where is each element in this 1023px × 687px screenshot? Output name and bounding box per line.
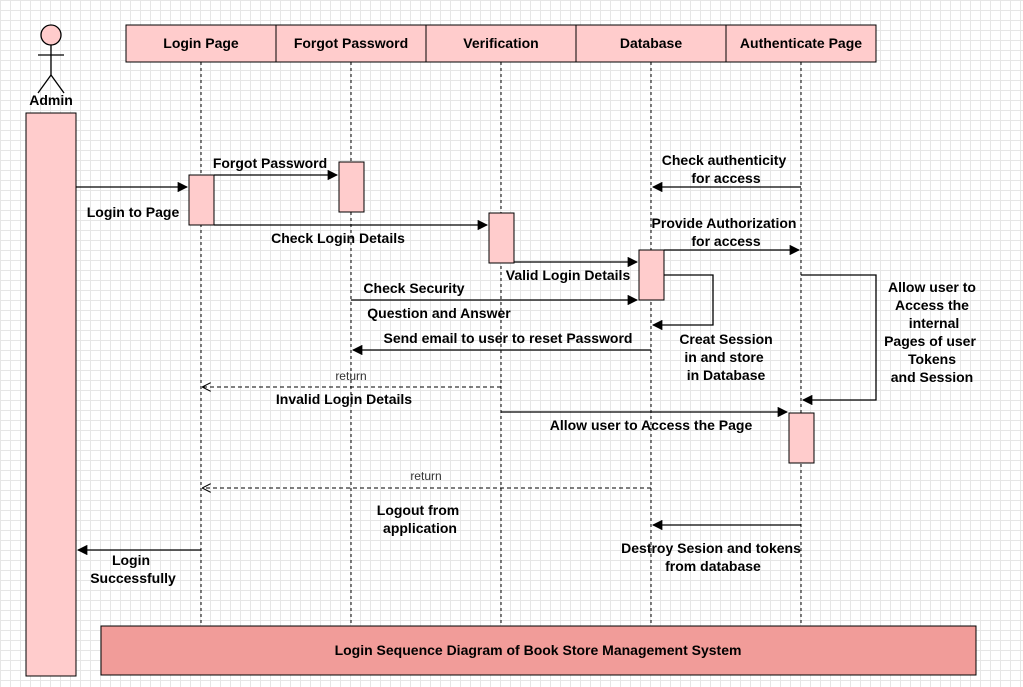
lifeline-header-database[interactable] [575, 24, 727, 63]
admin-actor: Admin [29, 24, 73, 108]
label-allow-internal-1: Allow user to [888, 279, 976, 295]
label-allow-internal-4: Pages of user [884, 333, 976, 349]
label-return-1: return [335, 369, 366, 383]
label-check-login-details: Check Login Details [271, 230, 405, 246]
lifeline-header-verification[interactable] [425, 24, 577, 63]
lifelines [200, 62, 802, 626]
lifeline-label-login-page: Login Page [163, 35, 239, 51]
activation-database [638, 249, 665, 301]
activation-verification [488, 212, 515, 264]
label-creat-session-1: Creat Session [679, 331, 772, 347]
admin-activation-bar [25, 112, 77, 677]
label-login-to-page: Login to Page [87, 204, 180, 220]
activation-authenticate-page [788, 412, 815, 464]
label-allow-internal-3: internal [909, 315, 960, 331]
label-allow-access-page: Allow user to Access the Page [550, 417, 753, 433]
label-question-and-answer: Question and Answer [367, 305, 511, 321]
lifeline-label-authenticate-page: Authenticate Page [740, 35, 862, 51]
arrow-allow-user-internal [801, 274, 877, 406]
label-send-email: Send email to user to reset Password [384, 330, 633, 346]
label-login-successfully-2: Successfully [90, 570, 176, 586]
activation-login-page [188, 174, 215, 226]
arrow-creat-session-self [651, 274, 714, 331]
lifeline-label-verification: Verification [463, 35, 538, 51]
label-check-authenticity-1: Check authenticity [662, 152, 787, 168]
label-valid-login-details: Valid Login Details [506, 267, 631, 283]
label-forgot-password: Forgot Password [213, 155, 327, 171]
label-return-2: return [410, 469, 441, 483]
label-logout-2: application [383, 520, 457, 536]
label-allow-internal-2: Access the [895, 297, 969, 313]
title-box [100, 625, 977, 676]
label-provide-authorization-1: Provide Authorization [652, 215, 797, 231]
label-invalid-login-details: Invalid Login Details [276, 391, 412, 407]
actor-head [40, 24, 62, 46]
label-destroy-session-1: Destroy Sesion and tokens [621, 540, 801, 556]
label-check-authenticity-2: for access [691, 170, 760, 186]
lifeline-headers: Login Page Forgot Password Verification … [125, 24, 877, 63]
lifeline-header-login-page[interactable] [125, 24, 277, 63]
actor-label: Admin [29, 92, 73, 108]
lifeline-label-forgot-password: Forgot Password [294, 35, 408, 51]
diagram-title: Login Sequence Diagram of Book Store Man… [335, 642, 742, 658]
label-creat-session-2: in and store [684, 349, 764, 365]
label-login-successfully-1: Login [112, 552, 150, 568]
lifeline-header-authenticate-page[interactable] [725, 24, 877, 63]
label-check-security: Check Security [363, 280, 464, 296]
label-creat-session-3: in Database [687, 367, 766, 383]
lifeline-label-database: Database [620, 35, 682, 51]
label-allow-internal-5: Tokens [908, 351, 956, 367]
label-allow-internal-6: and Session [891, 369, 973, 385]
activation-forgot-password [338, 161, 365, 213]
lifeline-header-forgot-password[interactable] [275, 24, 427, 63]
label-logout-1: Logout from [377, 502, 459, 518]
label-destroy-session-2: from database [665, 558, 761, 574]
label-provide-authorization-2: for access [691, 233, 760, 249]
